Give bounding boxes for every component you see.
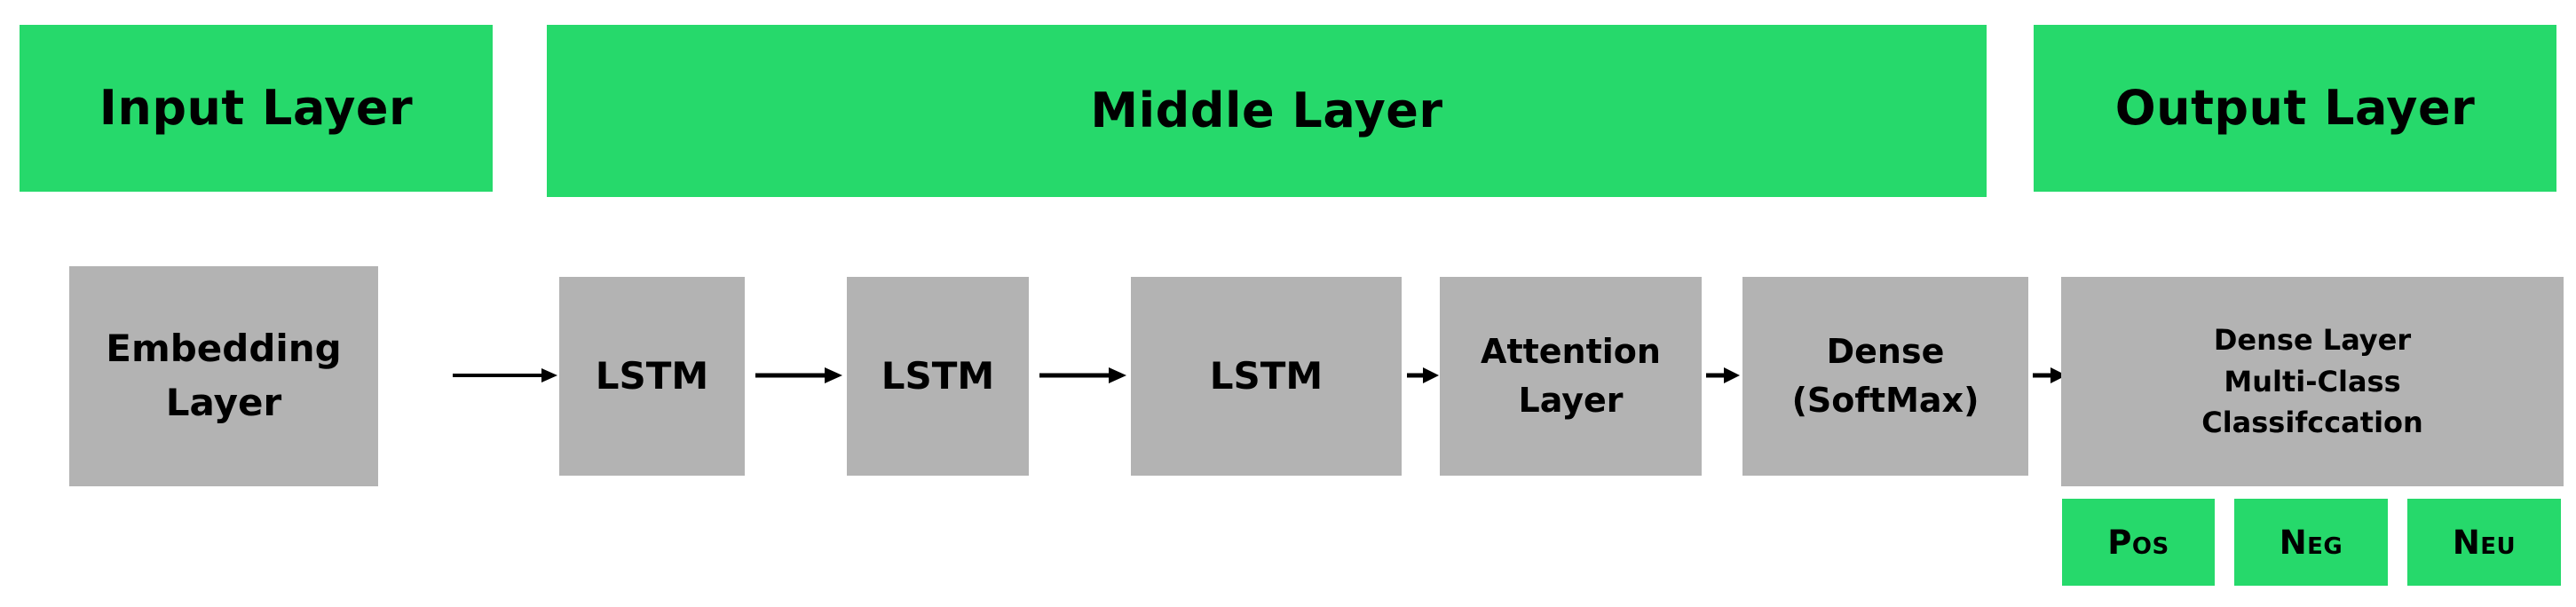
band-middle-layer: Middle Layer (547, 25, 1987, 197)
node-embedding-layer: Embedding Layer (69, 266, 378, 486)
arrow-right-icon (1704, 364, 1742, 387)
arrow-right-icon (382, 364, 559, 387)
badge-class-pos: Pos (2062, 499, 2215, 586)
badge-class-neu: Neu (2407, 499, 2561, 586)
node-dense-classifier-label: Dense Layer Multi-Class Classifccation (2201, 323, 2423, 440)
node-lstm-2: LSTM (847, 277, 1029, 476)
node-lstm-2-label: LSTM (881, 353, 995, 398)
node-lstm-3-label: LSTM (1209, 353, 1324, 398)
node-lstm-1-label: LSTM (595, 353, 709, 398)
band-input-layer: Input Layer (20, 25, 493, 192)
node-dense-classifier: Dense Layer Multi-Class Classifccation (2061, 277, 2564, 486)
arrow-right-icon (750, 364, 844, 387)
node-attention-layer: Attention Layer (1440, 277, 1702, 476)
badge-class-neg-label: Neg (2279, 523, 2343, 562)
node-attention-layer-label: Attention Layer (1481, 331, 1661, 420)
arrow-right-icon (2031, 364, 2068, 387)
badge-class-neu-label: Neu (2452, 523, 2517, 562)
badge-class-neg: Neg (2234, 499, 2388, 586)
node-lstm-3: LSTM (1131, 277, 1402, 476)
band-input-layer-label: Input Layer (99, 79, 414, 136)
arrow-right-icon (1405, 364, 1441, 387)
node-dense-softmax: Dense (SoftMax) (1742, 277, 2028, 476)
band-output-layer: Output Layer (2034, 25, 2556, 192)
band-middle-layer-label: Middle Layer (1090, 82, 1443, 138)
node-dense-softmax-label: Dense (SoftMax) (1791, 331, 1979, 420)
node-lstm-1: LSTM (559, 277, 745, 476)
arrow-right-icon (1034, 364, 1128, 387)
node-embedding-layer-label: Embedding Layer (106, 327, 342, 424)
band-output-layer-label: Output Layer (2114, 79, 2476, 136)
badge-class-pos-label: Pos (2107, 523, 2169, 562)
